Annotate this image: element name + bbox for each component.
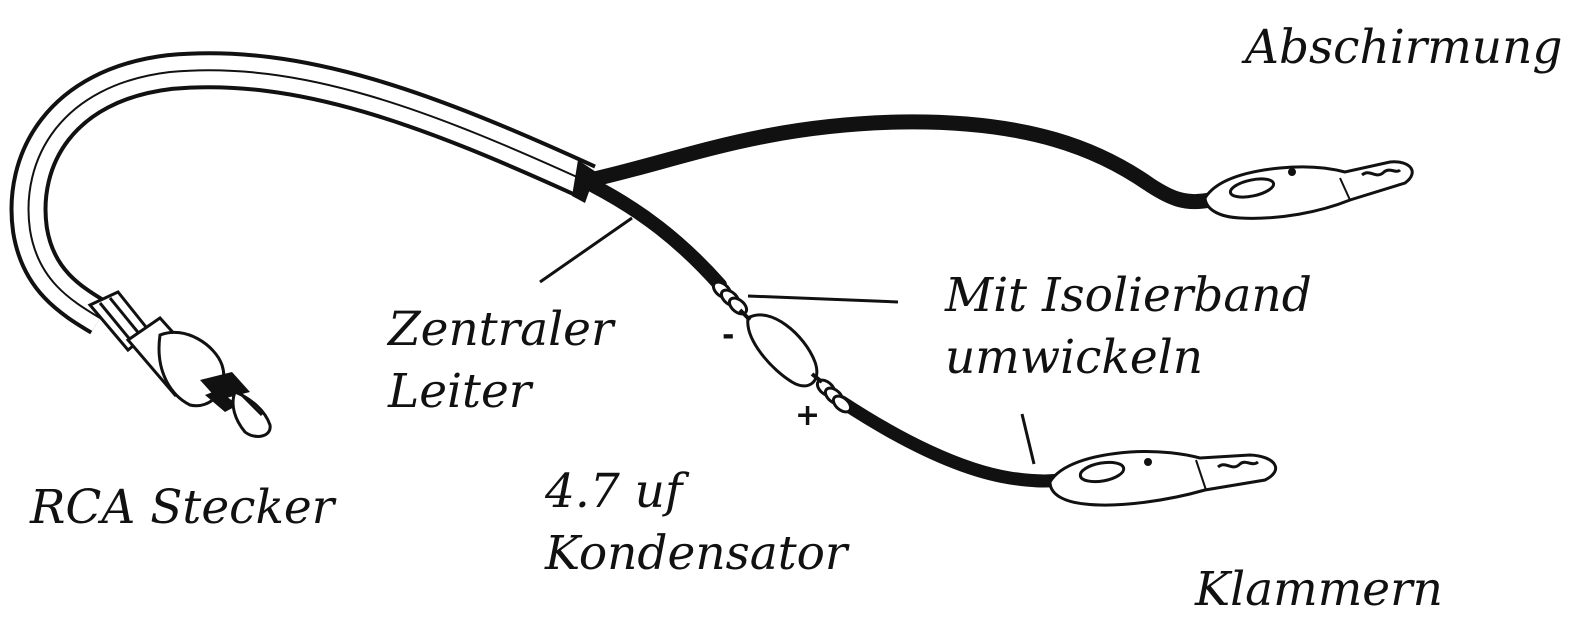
- center-wire: [585, 178, 1067, 488]
- rca-plug: [87, 290, 272, 438]
- label-abschirmung: Abschirmung: [1245, 20, 1563, 75]
- alligator-clip-upper: [1203, 160, 1414, 220]
- label-isolierband-line2: umwickeln: [945, 330, 1204, 385]
- coax-cable: [9, 51, 596, 335]
- plus-sign: +: [795, 398, 821, 433]
- shield-wire: [582, 114, 1218, 210]
- label-capacitor-line2: Kondensator: [545, 526, 848, 581]
- label-klammern: Klammern: [1195, 562, 1443, 617]
- label-zentraler-line2: Leiter: [388, 364, 532, 419]
- label-isolierband-line1: Mit Isolierband: [945, 268, 1312, 323]
- capacitor: [746, 313, 819, 388]
- label-zentraler-line1: Zentraler: [388, 302, 614, 357]
- minus-sign: -: [722, 318, 735, 353]
- label-capacitor-line1: 4.7 uf: [545, 464, 683, 519]
- tape-wraps: [711, 280, 853, 414]
- label-rca-stecker: RCA Stecker: [30, 480, 335, 535]
- alligator-clip-lower: [1048, 449, 1278, 507]
- leader-lines: [539, 216, 1036, 465]
